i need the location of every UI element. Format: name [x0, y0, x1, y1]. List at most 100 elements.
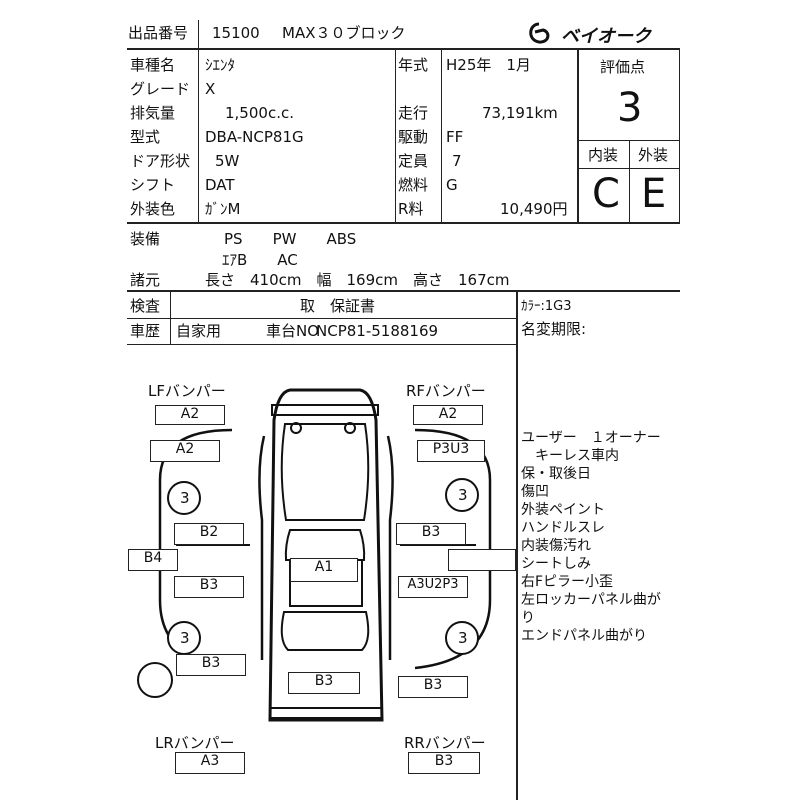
rf-fender-grade: P3U3	[417, 440, 485, 462]
rf-bumper-grade: A2	[413, 405, 483, 425]
auction-name: MAX３０ブロック	[282, 24, 406, 42]
exterior-label: 外装	[638, 146, 669, 164]
left-headlight-icon	[290, 422, 302, 434]
history-label: 車歴	[130, 322, 161, 340]
year-label: 年式	[398, 56, 429, 74]
brand-mark-icon	[529, 22, 550, 44]
lr-wheel-grade: 3	[180, 629, 190, 647]
rf-wheel-grade: 3	[458, 486, 468, 504]
shift-label: シフト	[130, 176, 176, 194]
hood-outline	[280, 423, 370, 521]
right-headlight-icon	[344, 422, 356, 434]
model-value: ｼｴﾝﾀ	[205, 56, 236, 74]
note-line: ユーザー １オーナー	[521, 430, 661, 446]
capacity-value: 7	[452, 152, 462, 170]
front-bumper-outline	[271, 404, 379, 416]
header-bottom-line	[127, 48, 680, 50]
rr-bumper-grade: B3	[408, 752, 480, 774]
rr-wheel-icon	[445, 621, 479, 655]
lr-bumper-grade: A3	[175, 752, 245, 774]
r-pillar-box	[448, 549, 516, 571]
recycle-value: 10,490円	[500, 200, 568, 218]
dimensions-value: 長さ 410cm 幅 169cm 高さ 167cm	[205, 271, 510, 289]
shift-value: DAT	[205, 176, 235, 194]
note-line: 外装ペイント	[521, 502, 605, 518]
l-front-door-grade: B2	[174, 523, 244, 545]
equipment-line-2: ｴｱB AC	[222, 251, 298, 269]
score-v	[629, 140, 630, 222]
color-value: ｶﾞﾝM	[205, 200, 241, 218]
type-value: DBA-NCP81G	[205, 128, 304, 146]
type-label: 型式	[130, 128, 161, 146]
exterior-score: E	[641, 171, 667, 217]
note-line: り	[521, 610, 535, 626]
windshield-outline	[284, 529, 366, 561]
note-line: エンドパネル曲がり	[521, 628, 647, 644]
note-line: ハンドルスレ	[521, 520, 605, 536]
fuel-label: 燃料	[398, 176, 429, 194]
l-rear-door-grade: B3	[174, 576, 244, 598]
inspection-label: 検査	[130, 297, 161, 315]
right-side-panel	[414, 428, 492, 670]
roof-grade: A1	[290, 558, 358, 582]
door-label: ドア形状	[130, 152, 191, 170]
interior-score: C	[592, 171, 620, 217]
inspect-bottom-line	[127, 344, 517, 345]
displacement-label: 排気量	[130, 104, 176, 122]
note-line: 右Fピラー小歪	[521, 574, 614, 590]
inspect-h	[127, 318, 517, 319]
rf-wheel-icon	[445, 478, 479, 512]
spec-left-divider	[198, 50, 199, 222]
notes-divider	[516, 292, 518, 800]
mileage-value: 73,191km	[482, 104, 558, 122]
notes-list: ユーザー １オーナー キーレス車内 保・取後日 傷凹 外装ペイント ハンドルスレ…	[521, 430, 661, 646]
right-side-line	[386, 435, 394, 660]
note-line: 傷凹	[521, 484, 549, 500]
overall-score: 3	[617, 85, 643, 131]
note-line: シートしみ	[521, 556, 591, 572]
lf-fender-grade: A2	[150, 440, 220, 462]
left-side-line	[258, 435, 266, 660]
rear-glass-outline	[280, 611, 370, 651]
lr-bumper-label: LRバンパー	[155, 734, 235, 752]
brand-name: ベイオーク	[561, 26, 651, 47]
equip-bottom-line	[127, 290, 680, 292]
r-front-door-grade: B3	[396, 523, 466, 545]
lf-wheel-icon	[167, 481, 201, 515]
car-body-outline	[268, 388, 384, 722]
score-divider	[577, 50, 579, 222]
color-label: 外装色	[130, 200, 176, 218]
rr-bumper-label: RRバンパー	[404, 734, 486, 752]
mileage-label: 走行	[398, 104, 429, 122]
dimensions-label: 諸元	[130, 271, 161, 289]
history-value: 自家用	[176, 322, 222, 340]
l-pillar-grade: B4	[128, 549, 178, 571]
recycle-label: R料	[398, 200, 424, 218]
color-code: ｶﾗｰ:1G3	[521, 299, 572, 314]
spare-wheel-icon	[137, 662, 173, 698]
note-line: 内装傷汚れ	[521, 538, 591, 554]
drive-value: FF	[446, 128, 464, 146]
fuel-value: G	[446, 176, 458, 194]
displacement-value: 1,500c.c.	[225, 104, 294, 122]
grade-label: グレード	[130, 80, 191, 98]
lot-label: 出品番号	[128, 24, 189, 42]
r-quarter-grade: B3	[398, 676, 468, 698]
chassis-value: NCP81-5188169	[316, 322, 439, 340]
equipment-line-1: PS PW ABS	[224, 230, 357, 248]
r-rear-door-grade: A3U2P3	[398, 576, 468, 598]
rr-wheel-grade: 3	[458, 629, 468, 647]
score-label: 評価点	[600, 58, 646, 76]
interior-label: 内装	[588, 146, 619, 164]
spec-mid-divider	[395, 50, 396, 222]
brand-logo: ベイオーク	[525, 18, 675, 52]
equipment-label: 装備	[130, 230, 161, 248]
lot-number: 15100	[212, 24, 260, 42]
capacity-label: 定員	[398, 152, 429, 170]
grade-value: X	[205, 80, 216, 98]
door-value: 5W	[215, 152, 240, 170]
chassis-label: 車台NO	[266, 322, 320, 340]
spec-mid-divider2	[441, 50, 442, 222]
name-change-deadline: 名変期限:	[521, 320, 587, 338]
